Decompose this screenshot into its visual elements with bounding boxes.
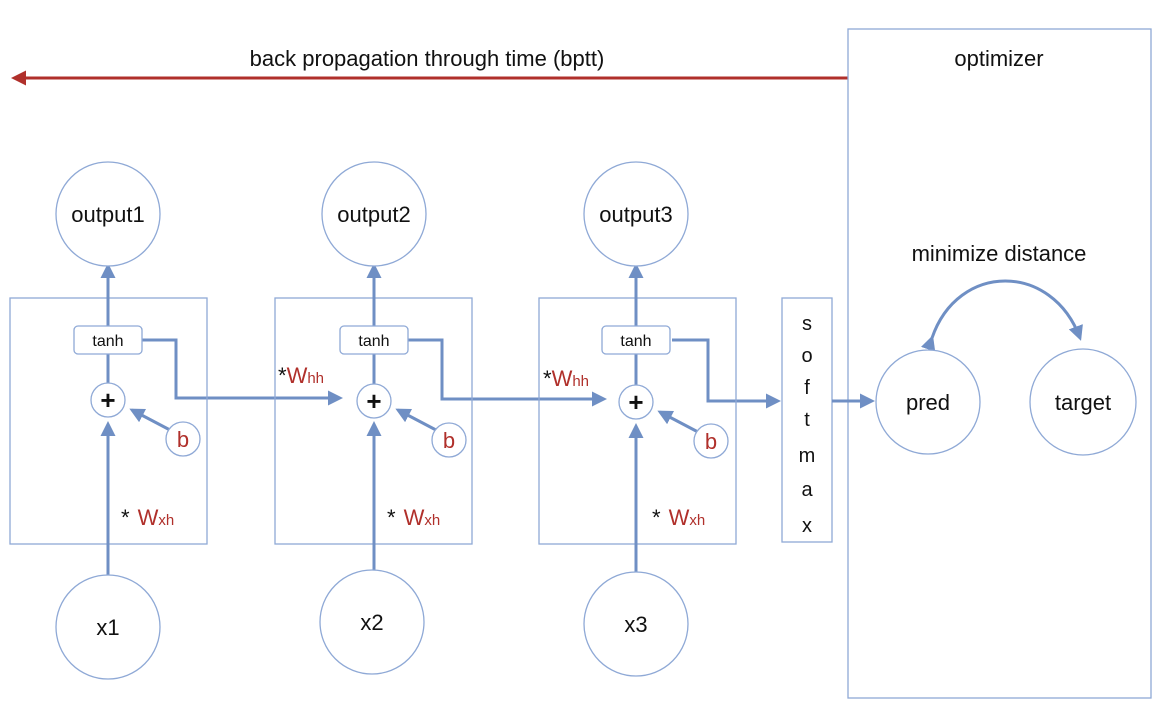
hidden-flow-1: [142, 338, 343, 406]
softmax-letter: x: [802, 515, 812, 537]
input-node: [55, 574, 161, 680]
input-label: x1: [96, 615, 119, 640]
bias-arrow: [657, 410, 699, 434]
target-node: [1029, 348, 1137, 456]
sum-node: [618, 384, 654, 420]
bias-node: [431, 422, 467, 458]
wxh-label: *Wxh: [652, 505, 705, 530]
bias-label: b: [177, 427, 189, 452]
tanh-label: tanh: [358, 333, 389, 350]
tanh-box: [339, 325, 409, 355]
softmax-letter: o: [801, 345, 812, 367]
softmax-box: [781, 297, 833, 543]
output-node: [55, 161, 161, 267]
sum-icon: +: [100, 385, 115, 415]
hidden-flow-3: [672, 338, 781, 409]
input-node: [319, 569, 425, 675]
bias-node: [165, 421, 201, 457]
softmax-letter: f: [804, 377, 810, 399]
softmax-letter: s: [802, 313, 812, 335]
tanh-box: [601, 325, 671, 355]
optimizer-title: optimizer: [954, 46, 1043, 71]
sum-node: [90, 382, 126, 418]
bias-label: b: [443, 428, 455, 453]
output-label: output2: [337, 202, 410, 227]
bias-node: [693, 423, 729, 459]
tanh-label: tanh: [620, 333, 651, 350]
softmax-letter: m: [799, 445, 816, 467]
output-node: [321, 161, 427, 267]
target-label: target: [1055, 390, 1111, 415]
objective-label: minimize distance: [912, 241, 1087, 266]
sum-node: [356, 383, 392, 419]
wxh-label: *Wxh: [387, 505, 440, 530]
optimizer-box: [847, 28, 1152, 699]
pred-label: pred: [906, 390, 950, 415]
bias-arrow: [395, 408, 437, 432]
sum-icon: +: [366, 386, 381, 416]
softmax-letter: t: [804, 409, 810, 431]
rnn-cell-3: output3 tanh + b *Wxh x3: [538, 161, 737, 677]
input-label: x2: [360, 610, 383, 635]
bias-label: b: [705, 429, 717, 454]
bptt-label: back propagation through time (bptt): [250, 46, 605, 71]
tanh-label: tanh: [92, 333, 123, 350]
input-label: x3: [624, 612, 647, 637]
wxh-label: *Wxh: [121, 505, 174, 530]
rnn-cell-1: output1 tanh + b *Wxh x1: [9, 161, 208, 680]
pred-node: [875, 349, 981, 455]
bias-arrow: [129, 408, 171, 432]
tanh-box: [73, 325, 143, 355]
softmax-letters: s o f t m a x: [799, 313, 816, 537]
softmax-letter: a: [801, 479, 813, 501]
output-label: output3: [599, 202, 672, 227]
sum-icon: +: [628, 387, 643, 417]
output-label: output1: [71, 202, 144, 227]
input-node: [583, 571, 689, 677]
distance-arc: [921, 279, 1083, 352]
rnn-cell-2: output2 tanh + b *Wxh x2: [274, 161, 473, 675]
hidden-flow-2: [408, 338, 607, 407]
output-node: [583, 161, 689, 267]
whh-label-1: *Whh: [278, 363, 324, 388]
whh-label-2: *Whh: [543, 366, 589, 391]
